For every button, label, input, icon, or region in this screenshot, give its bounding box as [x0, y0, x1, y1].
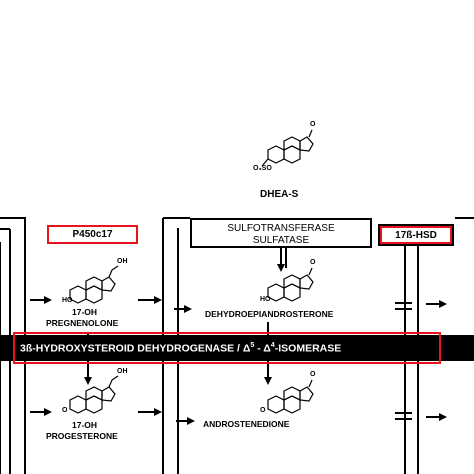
- hsd3-label: 3ß-HYDROXYSTEROID DEHYDROGENASE / Δ5 - Δ…: [20, 342, 341, 354]
- preg-oh-label: OH: [117, 258, 128, 265]
- andro-o-label: O: [260, 407, 266, 414]
- hsd17-box: 17ß-HSD: [380, 226, 452, 244]
- hsd3-bar: [0, 335, 474, 361]
- progesterone-structure: [69, 375, 119, 414]
- p450c17-box: P450c17: [47, 225, 138, 244]
- hsd17-label: 17ß-HSD: [395, 230, 437, 241]
- dhea-keto-label: O: [310, 259, 316, 266]
- p450c17-label: P450c17: [72, 229, 113, 240]
- sulfatase-label: SULFATASE: [252, 235, 310, 246]
- dhea-s-label: DHEA-S: [260, 189, 299, 200]
- hsd3-text-c: -ISOMERASE: [274, 342, 342, 355]
- dhea-s-structure: [261, 129, 314, 167]
- hsd3-text-a: 3ß-HYDROXYSTEROID DEHYDROGENASE / Δ: [20, 342, 251, 355]
- hsd3-highlight-box: [13, 332, 441, 364]
- progesterone-line1: 17-OH: [72, 420, 98, 430]
- progesterone-line2: PROGESTERONE: [46, 431, 118, 441]
- preg-ho-label: HO: [62, 297, 73, 304]
- hsd3-text-b: - Δ: [254, 342, 271, 355]
- pregnenolone-structure: [69, 265, 119, 304]
- dhea-ho-label: HO: [260, 296, 271, 303]
- dhea-label: DEHYDROEPIANDROSTERONE: [205, 309, 334, 319]
- dhea-s-sulfate-label: O₃SO: [253, 165, 272, 172]
- left-frame: [0, 217, 26, 474]
- hsd3-sup-5: 5: [250, 342, 255, 349]
- pregnenolone-line2: PREGNENOLONE: [46, 318, 119, 328]
- sulfotransferase-label: SULFOTRANSFERASE: [227, 223, 335, 234]
- dhea-s-keto-label: O: [310, 121, 316, 128]
- prog-oh-label: OH: [117, 368, 128, 375]
- androstenedione-label: ANDROSTENEDIONE: [203, 419, 290, 429]
- dhea-structure: [267, 267, 314, 302]
- hsd17-outer-box: [378, 224, 454, 246]
- sulfotransferase-box: SULFOTRANSFERASE SULFATASE: [190, 218, 372, 248]
- pregnenolone-line1: 17-OH: [72, 307, 98, 317]
- androstenedione-structure: [267, 379, 314, 414]
- hsd3-sup-4: 4: [270, 342, 275, 349]
- andro-keto-label: O: [310, 371, 316, 378]
- prog-o-label: O: [62, 407, 68, 414]
